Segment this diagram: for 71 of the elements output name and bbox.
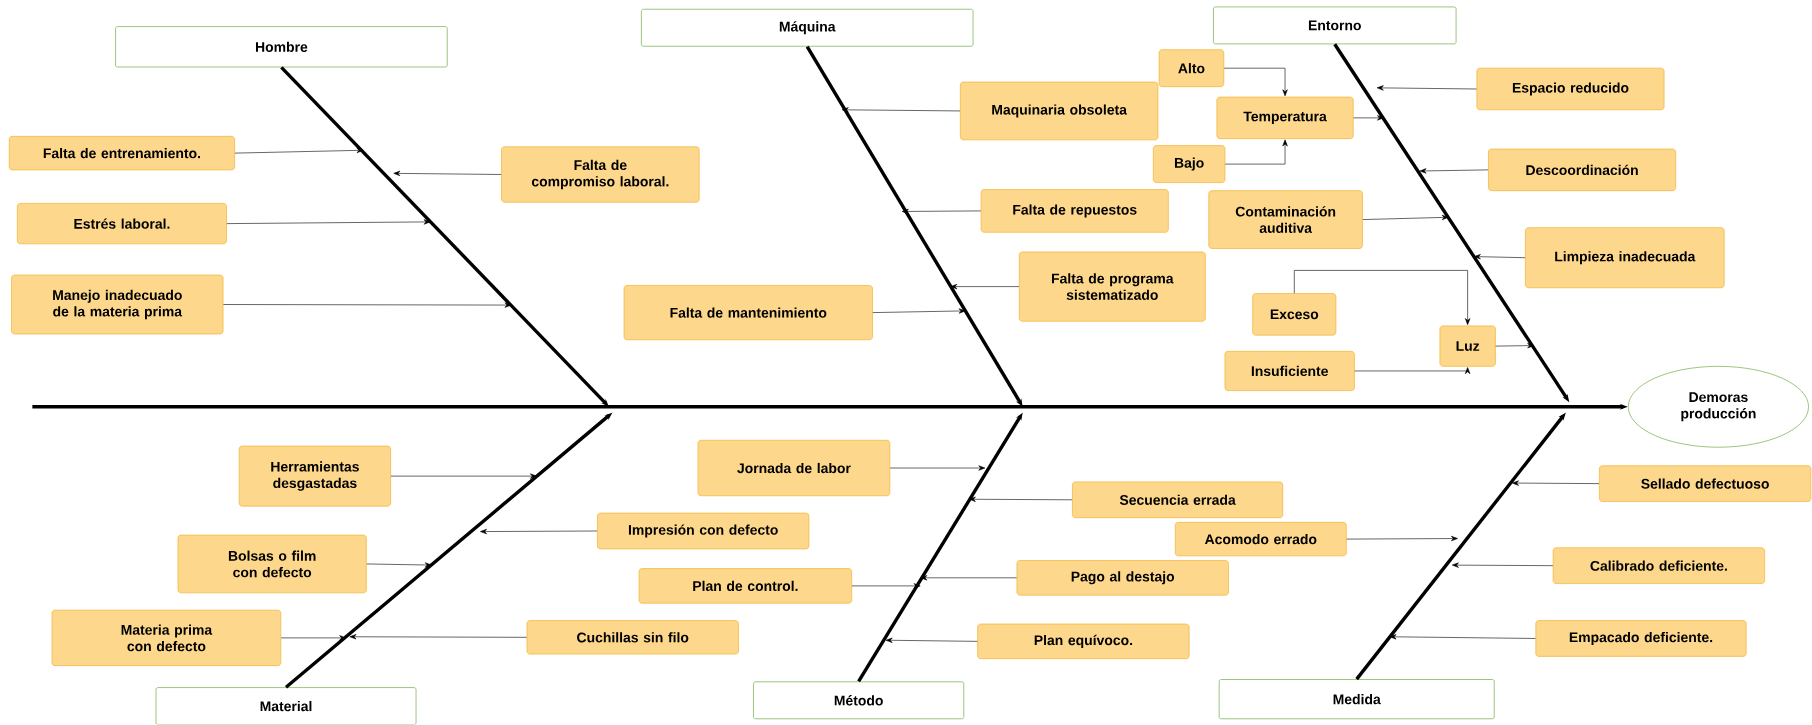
cause-box: Estrés laboral. [17, 203, 227, 245]
cause-box: Bajo [1152, 145, 1226, 184]
cause-box: Acomodo errado [1174, 522, 1347, 557]
cause-box: Secuencia errada [1072, 481, 1284, 519]
cause-box: Herramientas desgastadas [238, 445, 391, 507]
bone-arrow [280, 66, 609, 407]
arrow [280, 635, 347, 641]
cause-box: Maquinaria obsoleta [959, 81, 1159, 141]
arrow [223, 302, 512, 308]
cause-box: Limpieza inadecuada [1525, 227, 1725, 289]
cause-box: Falta de entrenamiento. [8, 136, 235, 171]
arrow [349, 634, 527, 640]
arrow [1223, 68, 1288, 97]
arrow [393, 171, 502, 177]
arrow [366, 562, 432, 568]
arrow [851, 583, 921, 589]
arrow [885, 637, 978, 644]
cause-box: Materia prima con defecto [51, 610, 282, 667]
cause-box: Plan de control. [638, 568, 853, 604]
cause-box: Impresión con defecto [597, 512, 810, 550]
category-box: Entorno [1213, 6, 1457, 45]
cause-box: Manejo inadecuado de la materia prima [11, 274, 224, 335]
cause-box: Cuchillas sin filo [526, 620, 739, 655]
arrow [1362, 215, 1449, 221]
cause-box: Falta de repuestos [980, 189, 1169, 233]
cause-box: Descoordinación [1488, 148, 1676, 192]
cause-box: Plan equívoco. [977, 623, 1190, 660]
arrow [841, 107, 961, 113]
category-box: Método [753, 681, 965, 720]
arrow [1225, 139, 1288, 165]
arrow [889, 465, 986, 471]
category-box: Material [155, 687, 417, 725]
cause-box: Insuficiente [1224, 351, 1355, 392]
arrow [234, 148, 364, 154]
cause-box: Sellado defectuoso [1599, 465, 1812, 503]
arrow [1473, 254, 1526, 260]
cause-box: Exceso [1252, 293, 1337, 336]
cause-box: Empacado deficiente. [1535, 620, 1747, 657]
arrow [1353, 115, 1384, 121]
bone-arrow [805, 45, 1023, 407]
cause-box: Jornada de labor [697, 440, 891, 497]
arrow [901, 209, 982, 215]
arrow [1294, 270, 1471, 326]
cause-box: Temperatura [1216, 96, 1354, 140]
arrow [950, 284, 1020, 290]
cause-box: Calibrado deficiente. [1552, 547, 1765, 585]
cause-box: Falta de programa sistematizado [1018, 251, 1206, 322]
category-box: Máquina [641, 9, 974, 47]
cause-box: Contaminación auditiva [1208, 190, 1363, 250]
cause-box: Bolsas o film con defecto [177, 534, 367, 594]
category-box: Medida [1218, 679, 1495, 720]
arrow [872, 308, 966, 314]
arrow [1452, 562, 1554, 568]
arrow [968, 496, 1073, 503]
arrow [1512, 480, 1600, 486]
cause-box: Pago al destajo [1016, 560, 1229, 596]
arrow [1419, 168, 1489, 174]
arrow [226, 219, 431, 225]
cause-box: Falta de mantenimiento [623, 285, 873, 341]
arrow [480, 529, 598, 535]
arrow [920, 575, 1017, 581]
arrow [390, 473, 537, 479]
cause-box: Alto [1158, 49, 1225, 88]
arrow [1389, 634, 1536, 640]
cause-box: Falta de compromiso laboral. [501, 146, 700, 203]
arrow [1376, 85, 1477, 91]
cause-box: Luz [1439, 325, 1496, 367]
cause-box: Espacio reducido [1476, 68, 1665, 111]
arrow [1346, 536, 1458, 542]
arrow [1354, 367, 1471, 375]
category-box: Hombre [115, 26, 448, 68]
